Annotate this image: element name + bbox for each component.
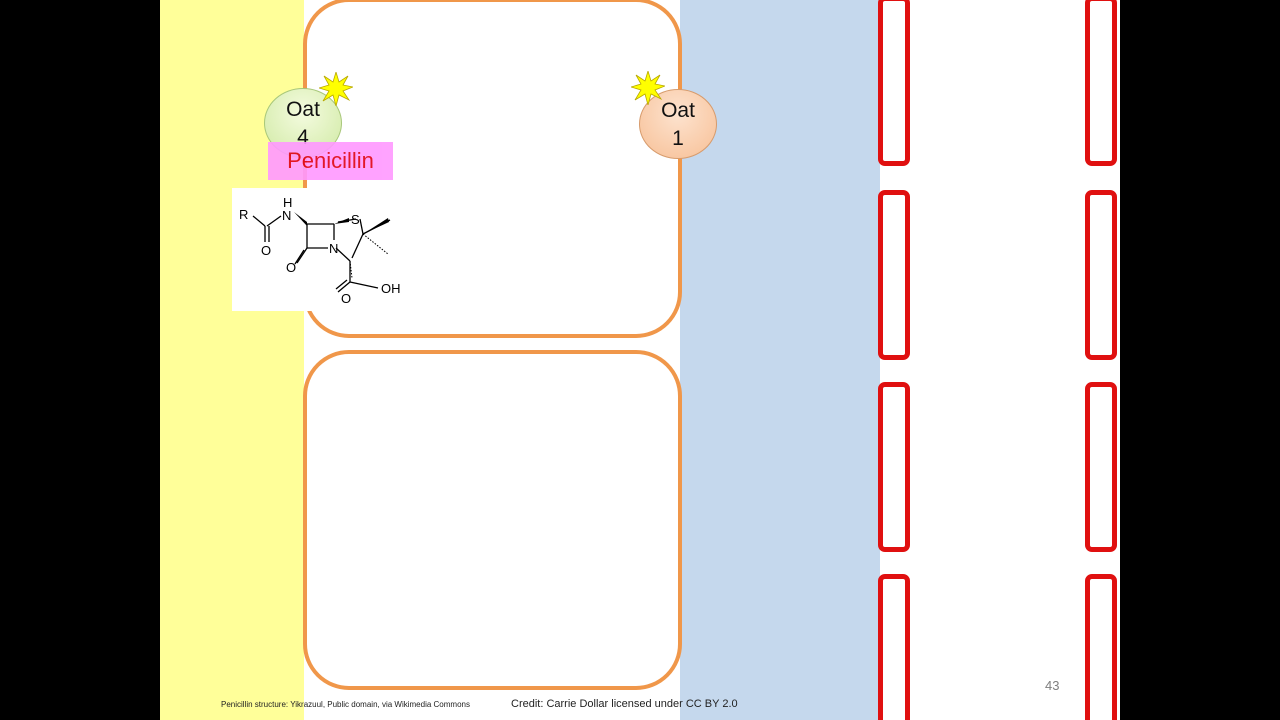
page-number: 43: [1045, 678, 1060, 693]
oat4-label-line1: Oat: [286, 98, 320, 121]
atom-r: R: [239, 207, 248, 222]
capillary-segment: [878, 0, 910, 166]
capillary-segment: [878, 382, 910, 552]
atom-h: H: [283, 195, 292, 210]
burst-icon: [631, 71, 665, 105]
atom-n-amide: N: [282, 208, 291, 223]
oat1-label-line1: Oat: [661, 99, 695, 122]
oat1-transporter: Oat 1: [639, 89, 717, 159]
penicillin-structure-icon: R H N O S N O O OH: [239, 195, 401, 306]
atom-o-lactam: O: [286, 260, 296, 275]
penicillin-label: Penicillin: [268, 142, 393, 180]
atom-oh-acid: OH: [381, 281, 401, 296]
atom-s: S: [351, 212, 360, 227]
tubular-cell-bottom: [303, 350, 682, 690]
capillary-segment: [1085, 0, 1117, 166]
capillary-segment: [1085, 190, 1117, 360]
capillary-segment: [1085, 574, 1117, 720]
slide: Oat 4 Oat 1 Penicillin: [160, 0, 1120, 720]
capillary-segment: [878, 190, 910, 360]
penicillin-structure: R H N O S N O O OH: [232, 188, 408, 311]
capillary-segment: [1085, 382, 1117, 552]
atom-o-acid: O: [341, 291, 351, 306]
capillary-segment: [878, 574, 910, 720]
oat4-label-line2: 4: [297, 126, 309, 149]
atom-n-ring: N: [329, 241, 338, 256]
burst-icon: [319, 72, 353, 106]
oat1-label-line2: 1: [672, 127, 684, 150]
image-credit: Credit: Carrie Dollar licensed under CC …: [511, 698, 738, 710]
atom-o-amide: O: [261, 243, 271, 258]
structure-credit: Penicillin structure: Yikrazuul, Public …: [221, 700, 470, 709]
